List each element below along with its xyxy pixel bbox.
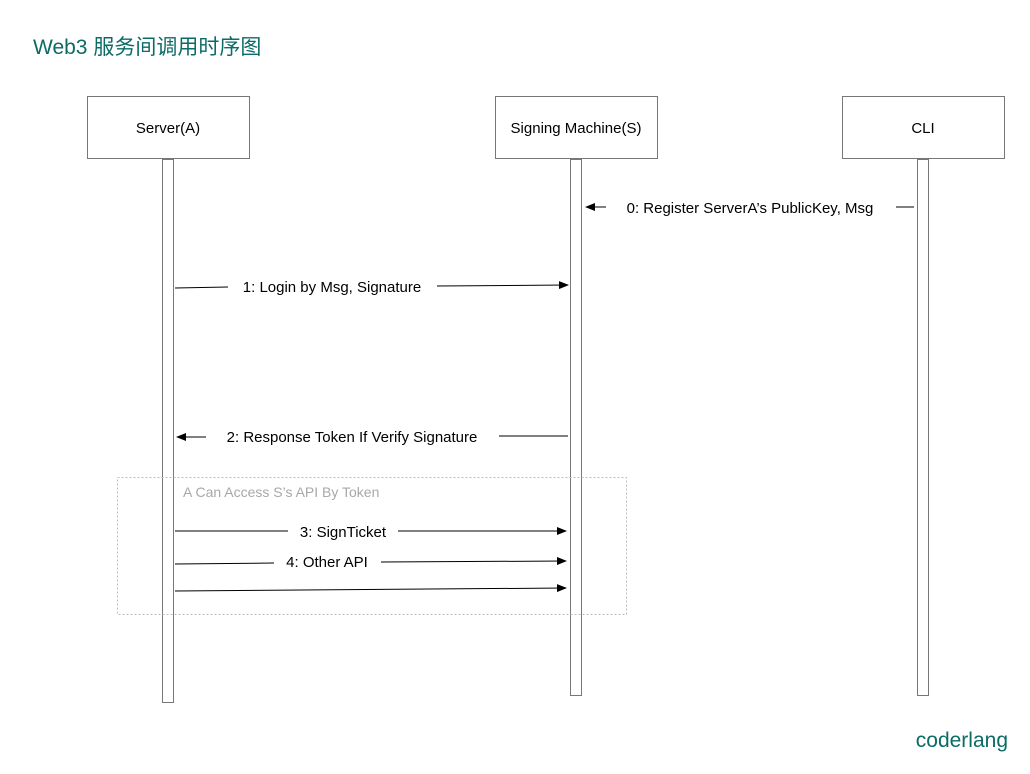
message-1: 1: Login by Msg, Signature (174, 279, 569, 296)
message-0: 0: Register ServerA’s PublicKey, Msg (585, 200, 914, 217)
diagram-title: Web3 服务间调用时序图 (33, 36, 262, 59)
participant-label-server-a: Server(A) (136, 120, 200, 137)
message-5 (174, 584, 567, 593)
lifeline-server-a (162, 159, 174, 703)
participant-label-signing-machine: Signing Machine(S) (511, 120, 642, 137)
lifeline-cli (917, 159, 929, 696)
message-0-label: 0: Register ServerA’s PublicKey, Msg (627, 200, 874, 217)
message-1-label: 1: Login by Msg, Signature (243, 279, 421, 296)
message-2: 2: Response Token If Verify Signature (176, 429, 568, 446)
participant-cli: CLI (842, 96, 1005, 159)
message-3-label: 3: SignTicket (300, 524, 387, 541)
participant-signing-machine: Signing Machine(S) (495, 96, 658, 159)
access-frame: A Can Access S’s API By Token (117, 477, 627, 615)
message-4: 4: Other API (174, 554, 567, 571)
participant-label-cli: CLI (911, 120, 934, 137)
message-2-label: 2: Response Token If Verify Signature (227, 429, 478, 446)
message-4-label: 4: Other API (286, 554, 368, 571)
brand-watermark: coderlang (915, 729, 1008, 752)
participant-server-a: Server(A) (87, 96, 250, 159)
access-frame-label: A Can Access S’s API By Token (183, 484, 379, 500)
lifeline-signing-machine (570, 159, 582, 696)
message-3: 3: SignTicket (175, 524, 567, 541)
